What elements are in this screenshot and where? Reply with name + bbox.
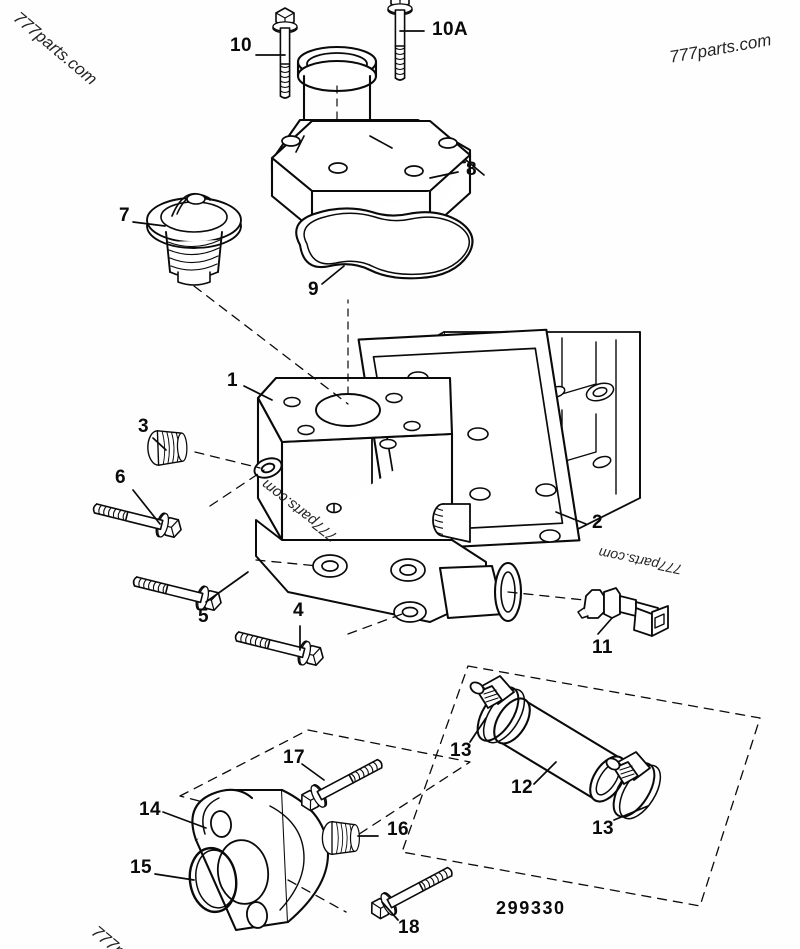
- part-13-hose-clamp-left: [469, 675, 526, 744]
- callout-15-o-ring: 15: [130, 857, 152, 878]
- callout-8-housing-cover: 8: [466, 159, 477, 180]
- drawing-number: 299330: [496, 898, 566, 918]
- part-12-hose: [493, 697, 627, 803]
- callout-5-bolt: 5: [198, 606, 209, 627]
- callout-6-bolt: 6: [115, 467, 126, 488]
- part-4-bolt: [232, 623, 327, 671]
- callout-16-plug: 16: [387, 819, 409, 840]
- callout-10a-bolt: 10A: [432, 19, 469, 40]
- part-10-bolt: [272, 7, 298, 99]
- part-16-plug: [321, 821, 361, 855]
- part-3-plug: [146, 429, 189, 467]
- part-13-hose-clamp-right: [605, 751, 662, 820]
- callout-12-hose: 12: [511, 777, 533, 798]
- callout-18-bolt: 18: [398, 917, 420, 938]
- part-15-o-ring: [188, 846, 238, 914]
- part-7-thermostat: [146, 192, 242, 286]
- callout-1-thermostat-housing: 1: [227, 370, 238, 391]
- group-outline-hose: [401, 665, 761, 907]
- part-6-bolt: [90, 495, 185, 543]
- group-outline-outlet: [179, 729, 471, 841]
- part-10a-bolt: [387, 0, 413, 81]
- part-18-bolt: [365, 859, 458, 925]
- callout-2-housing-gasket: 2: [592, 512, 603, 533]
- part-9-cover-gasket: [295, 207, 474, 280]
- callout-7-thermostat: 7: [119, 205, 130, 226]
- callout-14-water-outlet-connection: 14: [139, 799, 161, 820]
- part-17-bolt: [295, 751, 388, 817]
- part-5-bolt: [130, 568, 225, 616]
- callout-3-plug: 3: [138, 416, 149, 437]
- callout-13-hose-clamp-right: 13: [592, 818, 614, 839]
- callout-11-temperature-sensor: 11: [592, 637, 613, 658]
- part-11-temperature-sensor: [577, 587, 669, 637]
- callout-4-bolt: 4: [293, 600, 304, 621]
- callout-17-bolt: 17: [283, 747, 305, 768]
- callout-13-hose-clamp-left: 13: [450, 740, 472, 761]
- callout-9-cover-gasket: 9: [308, 279, 319, 300]
- callout-10-bolt: 10: [230, 35, 252, 56]
